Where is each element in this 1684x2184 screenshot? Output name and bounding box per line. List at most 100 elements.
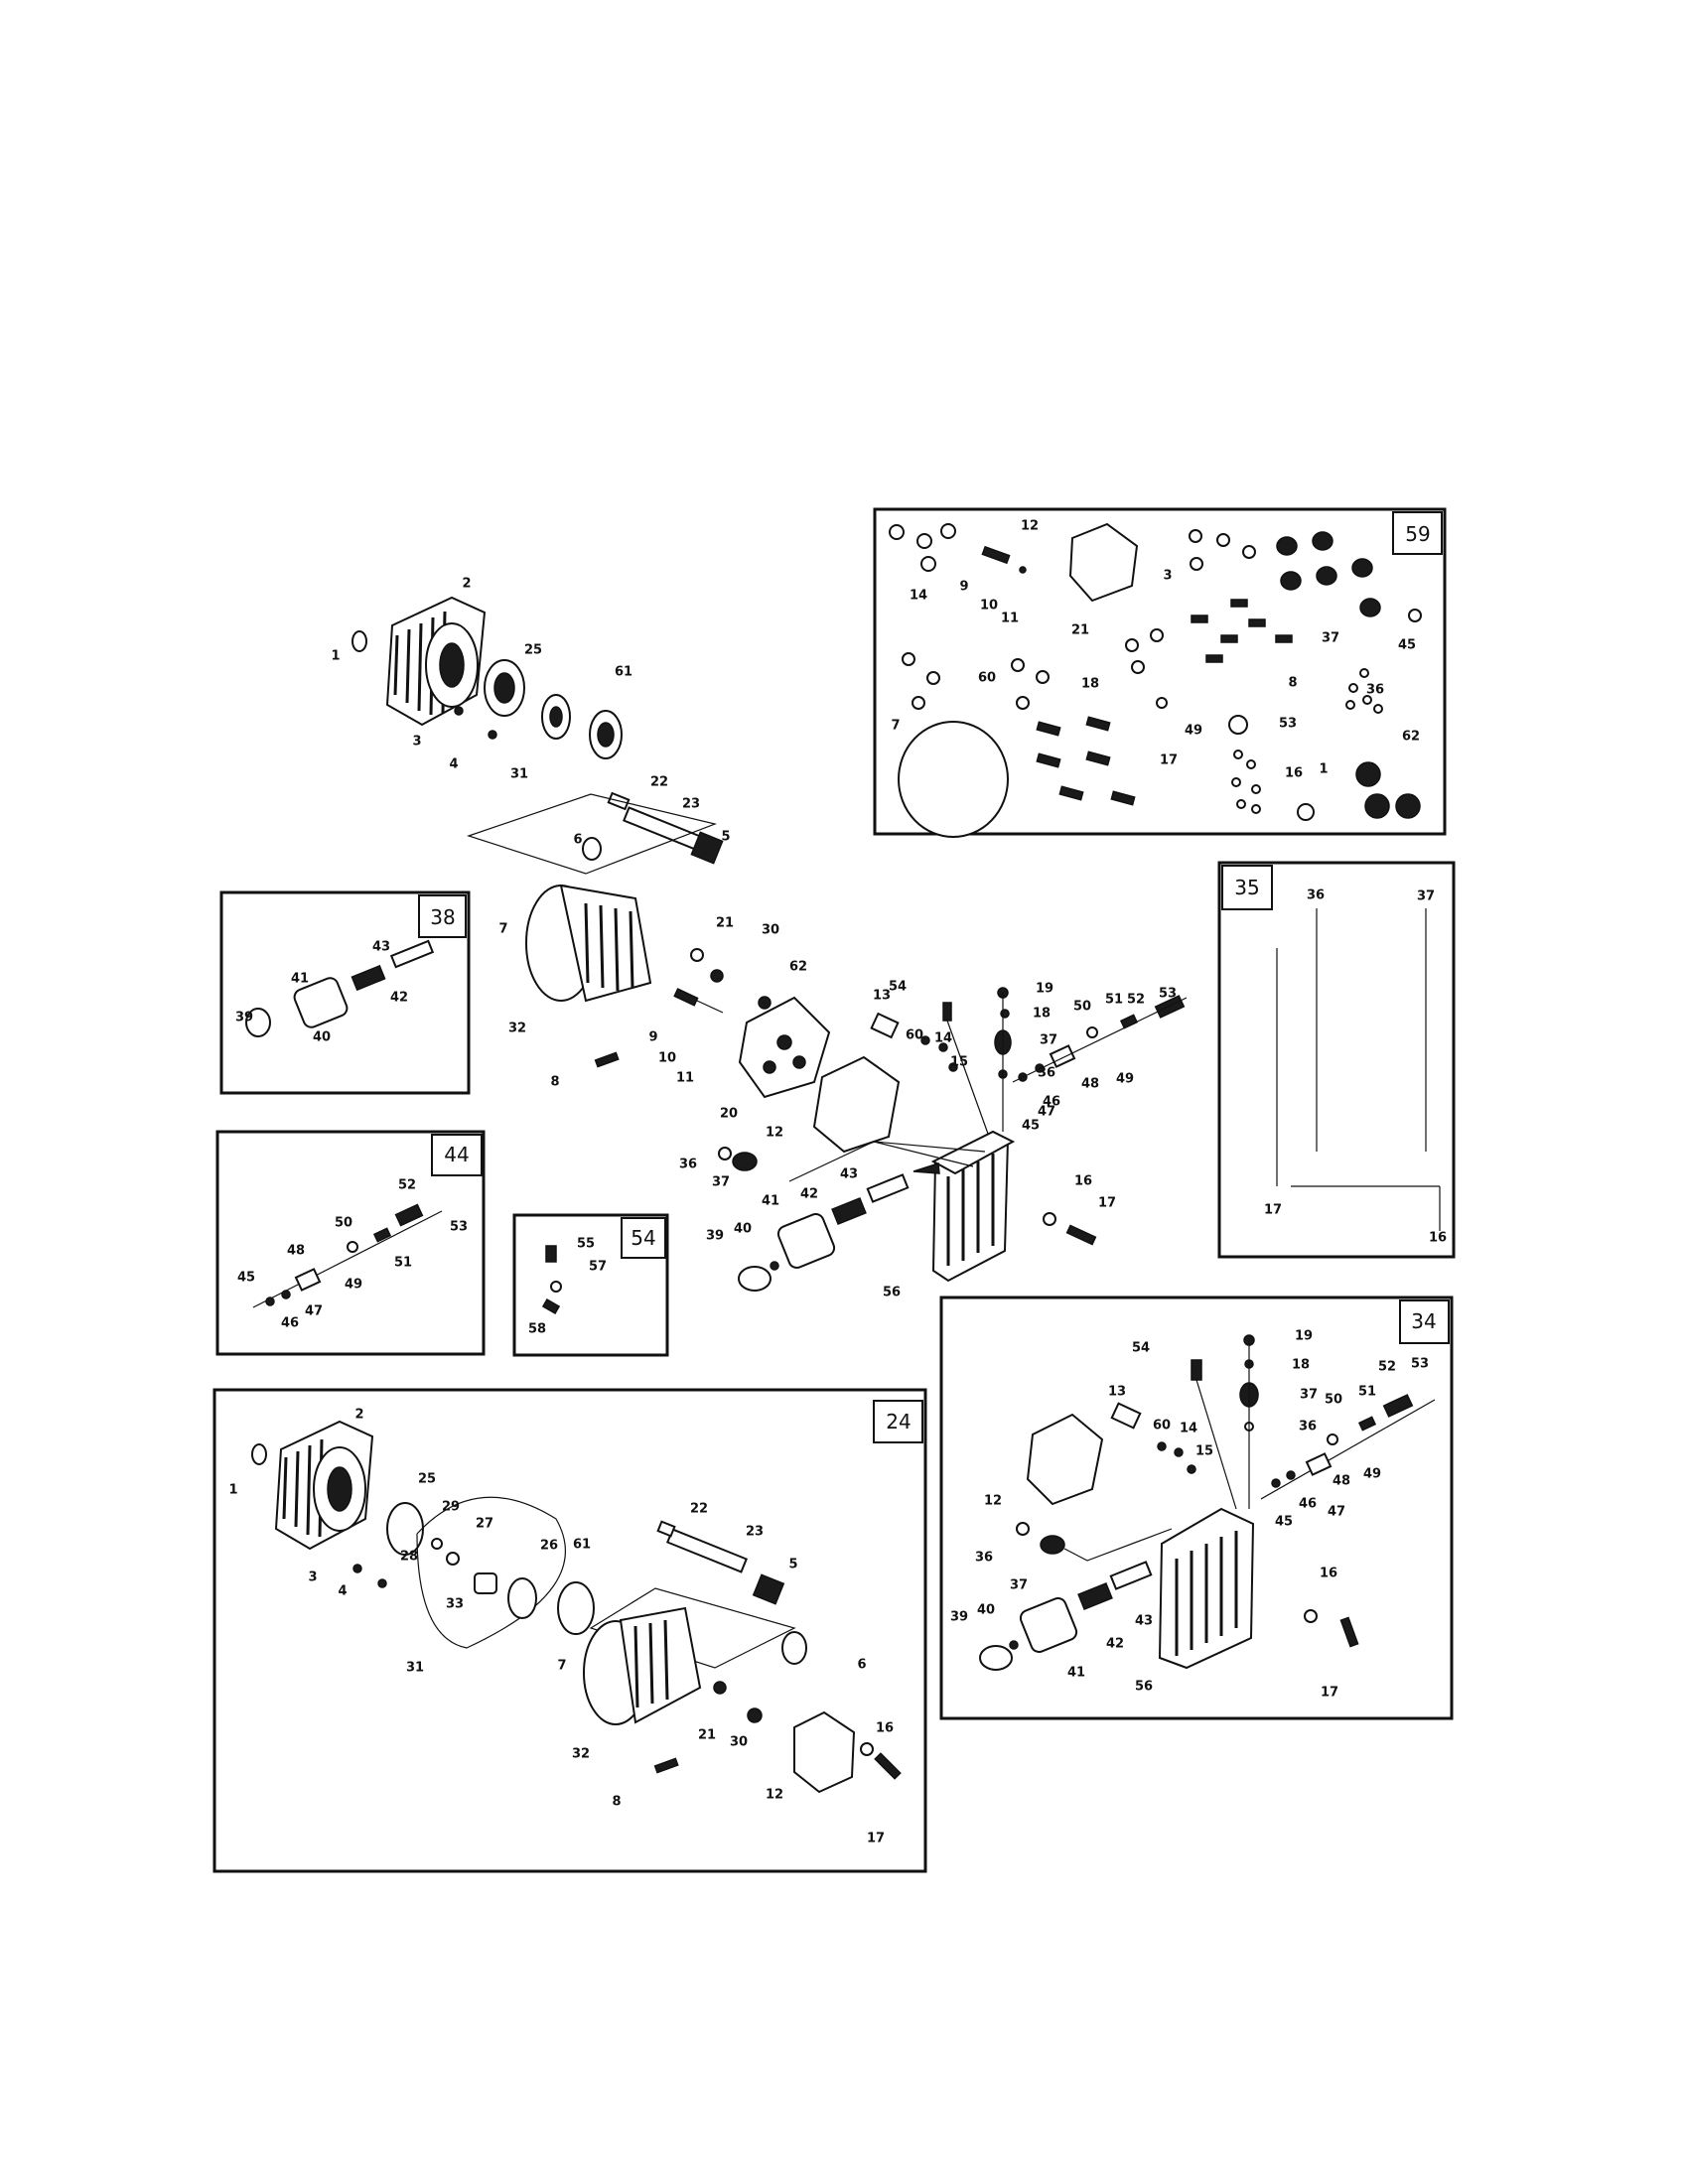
part-callout-60: 60 — [1153, 1419, 1171, 1433]
part-callout-2: 2 — [462, 577, 471, 592]
part-callout-22: 22 — [690, 1502, 708, 1517]
inset-38: 38 — [219, 890, 471, 1095]
part-callout-6: 6 — [573, 833, 582, 848]
part-callout-17: 17 — [867, 1832, 885, 1846]
part-callout-8: 8 — [1288, 676, 1297, 691]
part-callout-32: 32 — [572, 1747, 590, 1762]
part-callout-13: 13 — [1108, 1385, 1126, 1400]
part-callout-46: 46 — [1299, 1497, 1317, 1512]
part-callout-20: 20 — [720, 1107, 738, 1122]
pump-body — [525, 837, 652, 1003]
part-callout-14: 14 — [1180, 1422, 1197, 1436]
part-callout-5: 5 — [721, 830, 730, 845]
part-callout-45: 45 — [1022, 1119, 1040, 1134]
part-callout-36: 36 — [1307, 888, 1325, 903]
part-callout-40: 40 — [734, 1222, 752, 1237]
part-callout-3: 3 — [1163, 569, 1172, 584]
part-callout-7: 7 — [498, 922, 507, 937]
kit-34-parts — [979, 1334, 1436, 1671]
part-callout-29: 29 — [442, 1500, 460, 1515]
part-callout-57: 57 — [589, 1260, 607, 1275]
washer — [454, 706, 464, 716]
crankcase-housing — [385, 596, 487, 727]
inset-44: 44 — [215, 1130, 486, 1356]
part-callout-37: 37 — [1040, 1033, 1057, 1048]
part-callout-51: 51 — [394, 1256, 412, 1271]
part-callout-10: 10 — [658, 1051, 676, 1066]
part-callout-56: 56 — [883, 1286, 901, 1300]
part-callout-45: 45 — [1398, 638, 1416, 653]
o-ring — [1000, 1009, 1010, 1019]
part-callout-45: 45 — [237, 1271, 255, 1286]
kit-59-parts — [889, 522, 1422, 838]
part-callout-31: 31 — [510, 767, 528, 782]
part-callout-37: 37 — [1300, 1388, 1318, 1403]
part-callout-12: 12 — [984, 1494, 1002, 1509]
part-callout-37: 37 — [1417, 889, 1435, 904]
part-callout-17: 17 — [1321, 1686, 1338, 1701]
part-callout-56: 56 — [1135, 1680, 1153, 1695]
part-callout-41: 41 — [291, 972, 309, 987]
part-callout-2: 2 — [354, 1408, 363, 1423]
part-callout-9: 9 — [959, 580, 968, 595]
part-callout-36: 36 — [679, 1158, 697, 1172]
part-callout-49: 49 — [1363, 1467, 1381, 1482]
part-callout-51: 51 — [1358, 1385, 1376, 1400]
part-callout-42: 42 — [800, 1187, 818, 1202]
part-callout-61: 61 — [573, 1538, 591, 1553]
part-callout-53: 53 — [450, 1220, 468, 1235]
part-callout-36: 36 — [975, 1551, 993, 1566]
part-callout-61: 61 — [615, 665, 632, 680]
part-callout-10: 10 — [980, 599, 998, 614]
part-callout-30: 30 — [730, 1735, 748, 1750]
part-callout-33: 33 — [446, 1597, 464, 1612]
part-callout-16: 16 — [1320, 1567, 1337, 1581]
part-callout-12: 12 — [766, 1788, 783, 1803]
part-callout-42: 42 — [1106, 1637, 1124, 1652]
inset-tag-44: 44 — [444, 1143, 469, 1166]
part-callout-39: 39 — [235, 1011, 253, 1025]
part-callout-60: 60 — [906, 1028, 923, 1043]
part-callout-49: 49 — [345, 1278, 362, 1293]
part-callout-41: 41 — [762, 1194, 779, 1209]
part-callout-3: 3 — [412, 735, 421, 750]
part-callout-11: 11 — [1001, 612, 1019, 626]
kit-35-parts — [1276, 908, 1441, 1231]
part-callout-36: 36 — [1038, 1066, 1055, 1081]
wobble-plate — [541, 694, 571, 740]
inset-tag-54: 54 — [631, 1226, 655, 1250]
part-callout-21: 21 — [698, 1728, 716, 1743]
inset-tag-34: 34 — [1411, 1309, 1436, 1333]
part-callout-9: 9 — [648, 1030, 657, 1045]
part-callout-22: 22 — [650, 775, 668, 790]
part-callout-15: 15 — [950, 1055, 968, 1070]
inset-59: 59 — [873, 507, 1447, 836]
part-callout-18: 18 — [1081, 677, 1099, 692]
part-callout-39: 39 — [706, 1229, 724, 1244]
part-callout-16: 16 — [1074, 1174, 1092, 1189]
inset-35: 35 — [1217, 861, 1456, 1259]
part-callout-1: 1 — [331, 649, 340, 664]
part-callout-37: 37 — [1322, 631, 1339, 646]
part-callout-36: 36 — [1299, 1420, 1317, 1434]
part-callout-53: 53 — [1159, 987, 1177, 1002]
o-ring — [710, 969, 724, 983]
fitting — [870, 1012, 900, 1039]
plunger — [607, 791, 724, 865]
part-callout-30: 30 — [762, 923, 779, 938]
part-callout-54: 54 — [889, 980, 907, 995]
part-callout-16: 16 — [1429, 1231, 1447, 1246]
manifold-gasket — [812, 1055, 901, 1154]
part-callout-31: 31 — [406, 1661, 424, 1676]
part-callout-42: 42 — [390, 991, 408, 1006]
part-callout-16: 16 — [876, 1721, 894, 1736]
part-callout-52: 52 — [398, 1178, 416, 1193]
nozzle-assembly — [718, 1147, 940, 1292]
kit-44-parts — [252, 1203, 443, 1308]
part-callout-48: 48 — [1333, 1474, 1350, 1489]
part-callout-47: 47 — [1038, 1105, 1055, 1120]
part-callout-50: 50 — [1325, 1393, 1342, 1408]
part-callout-51: 51 — [1105, 993, 1123, 1008]
washer — [1043, 1212, 1056, 1226]
part-callout-7: 7 — [557, 1659, 566, 1674]
